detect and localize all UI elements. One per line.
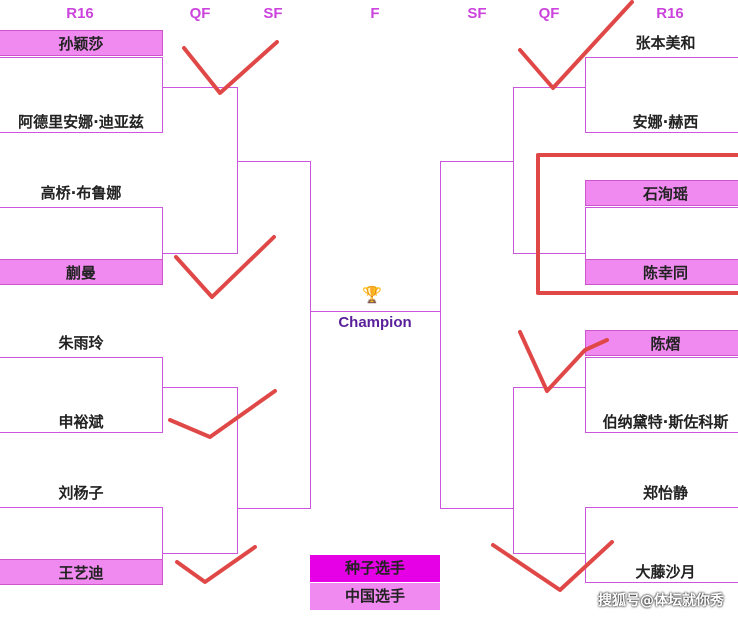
player-slot: 大藤沙月: [635, 563, 696, 581]
player-slot: 孙颖莎: [0, 30, 163, 56]
match-box: [585, 57, 738, 133]
qf-connector-left-bottom: [162, 387, 238, 554]
player-slot: 申裕斌: [58, 413, 104, 431]
trophy-icon: 🏆: [362, 285, 382, 304]
final-box: [310, 311, 441, 509]
player-slot: 石洵瑶: [585, 180, 738, 206]
header-qf-right: QF: [538, 5, 560, 22]
match-box: [585, 357, 738, 433]
qf-connector-right-bottom: [513, 387, 586, 554]
player-slot: 王艺迪: [0, 559, 163, 585]
match-box: [0, 357, 163, 433]
sf-connector-right: [440, 161, 514, 509]
header-final: F: [370, 5, 380, 22]
player-slot: 陈幸同: [585, 259, 738, 285]
player-slot: 刘杨子: [58, 484, 104, 502]
player-slot: 蒯曼: [0, 259, 163, 285]
player-slot: 高桥·布鲁娜: [40, 184, 122, 202]
player-slot: 伯纳黛特·斯佐科斯: [602, 413, 729, 431]
player-slot: 朱雨玲: [58, 334, 104, 352]
sf-connector-left: [237, 161, 311, 509]
player-slot: 陈熠: [585, 330, 738, 356]
watermark: 搜狐号@体坛就你秀: [598, 593, 724, 609]
checkmark-annotation: [182, 40, 279, 95]
header-r16-right: R16: [656, 5, 684, 22]
header-r16-left: R16: [66, 5, 94, 22]
qf-connector-left-top: [162, 87, 238, 254]
header-sf-right: SF: [467, 5, 487, 22]
champion-label: Champion: [338, 314, 412, 331]
player-slot: 张本美和: [635, 34, 696, 52]
player-slot: 郑怡静: [642, 484, 688, 502]
header-qf-left: QF: [189, 5, 211, 22]
player-slot: 安娜·赫西: [632, 113, 699, 131]
player-slot: 阿德里安娜·迪亚兹: [18, 113, 144, 131]
legend-seed: 种子选手: [310, 555, 440, 582]
qf-connector-right-top: [513, 87, 586, 254]
header-sf-left: SF: [263, 5, 283, 22]
legend-chinese: 中国选手: [310, 583, 440, 610]
match-box: [0, 57, 163, 133]
